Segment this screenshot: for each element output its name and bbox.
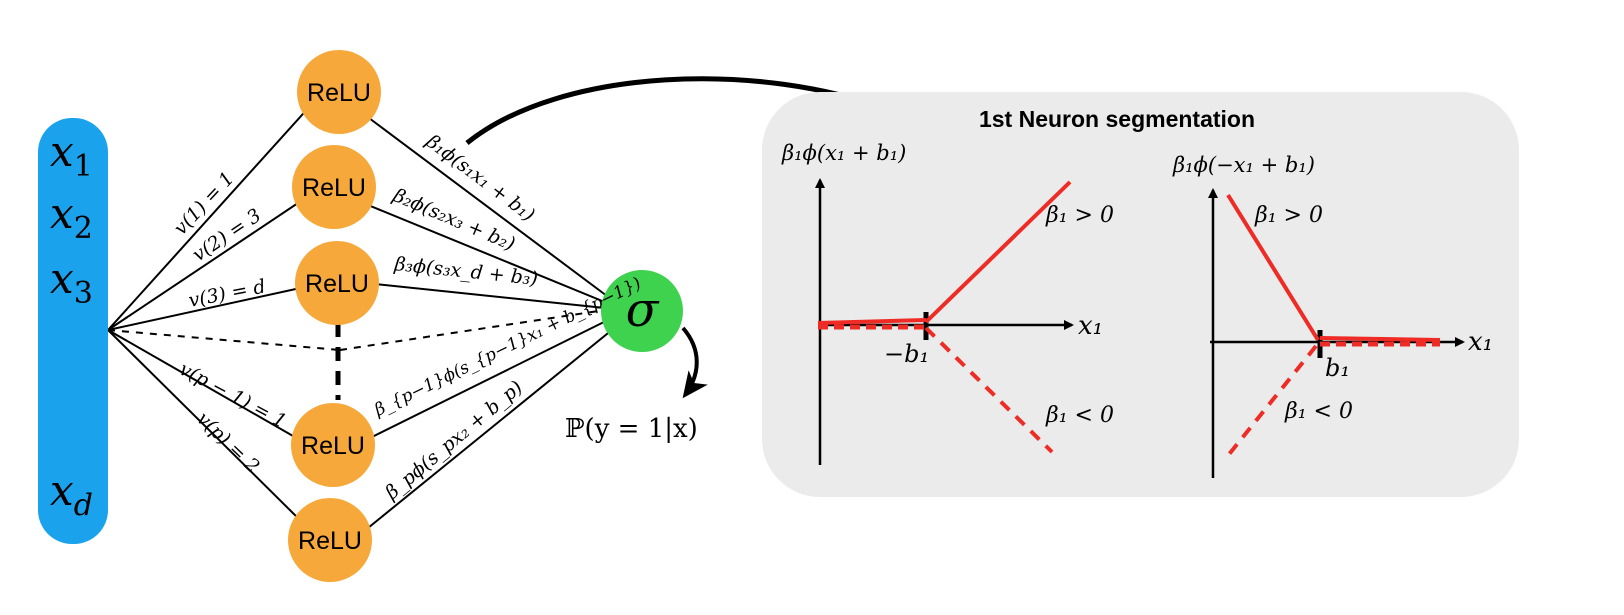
input-x1: x1 <box>50 127 93 184</box>
segmentation-panel <box>762 92 1519 497</box>
edge-relu2-sigma <box>367 204 613 306</box>
relu-label: ReLU <box>301 432 365 460</box>
relu-label: ReLU <box>307 79 371 107</box>
edge-relu3-sigma <box>374 283 606 309</box>
relu-node-4: ReLU <box>291 403 375 487</box>
relu-node-1: ReLU <box>297 50 381 134</box>
input-xd: xd <box>50 466 93 523</box>
edge-input-relu2 <box>107 194 311 331</box>
panel-title: 1st Neuron segmentation <box>979 106 1255 132</box>
right-y-label: β₁ϕ(−x₁ + b₁) <box>1172 153 1315 177</box>
input-x3: x3 <box>50 254 93 311</box>
edge-input-relu3 <box>107 286 306 331</box>
left-negative-line <box>924 326 1054 454</box>
edge-input-relu5 <box>107 329 306 526</box>
left-positive-line <box>924 180 1072 324</box>
relu-node-5: ReLU <box>288 498 372 582</box>
relu-label: ReLU <box>305 270 369 298</box>
edge-input-relu4 <box>107 329 301 441</box>
edge-dotted-sigma <box>339 309 606 351</box>
right-negative-line <box>1224 344 1318 460</box>
right-plot: β₁ϕ(−x₁ + b₁) x₁ b₁ β₁ > 0 β₁ < 0 <box>1172 153 1493 478</box>
relu-label: ReLU <box>302 174 366 202</box>
left-x-label: x₁ <box>1078 311 1103 341</box>
edge-label-v4: v(p − 1) = 1 <box>176 358 290 433</box>
output-edges <box>339 114 619 529</box>
input-x2: x2 <box>50 189 93 246</box>
relu-node-3: ReLU <box>295 241 379 325</box>
right-flat-solid <box>1319 336 1441 342</box>
relu-node-2: ReLU <box>292 145 376 229</box>
relu-label: ReLU <box>298 527 362 555</box>
edge-input-relu1 <box>107 94 321 331</box>
right-pos-label: β₁ > 0 <box>1254 203 1323 228</box>
edge-input-dotted <box>107 329 341 351</box>
right-neg-label: β₁ < 0 <box>1284 399 1353 424</box>
edge-label-v3: v(3) = d <box>187 275 268 311</box>
edge-relu4-sigma <box>369 317 613 439</box>
right-x-label: x₁ <box>1468 327 1493 357</box>
left-plot: β₁ϕ(x₁ + b₁) x₁ −b₁ β₁ > 0 β₁ < 0 <box>781 141 1114 465</box>
left-flat-solid <box>817 318 927 325</box>
input-edges <box>107 94 341 526</box>
left-y-label: β₁ϕ(x₁ + b₁) <box>781 141 906 165</box>
left-tick-label: −b₁ <box>884 340 929 368</box>
right-tick-label: b₁ <box>1325 354 1350 382</box>
edge-relu1-sigma <box>364 114 616 303</box>
input-bar <box>38 118 108 544</box>
edge-label-o3: β₃ϕ(s₃x_d + b₃) <box>392 253 538 290</box>
right-positive-line <box>1226 193 1320 342</box>
left-pos-label: β₁ > 0 <box>1045 203 1114 228</box>
output-label: ℙ(y = 1|x) <box>565 414 698 444</box>
left-neg-label: β₁ < 0 <box>1045 403 1114 428</box>
sigma-label: σ <box>626 282 660 338</box>
sigma-node: σ <box>601 270 683 352</box>
edge-relu5-sigma <box>367 324 619 529</box>
output-arrow <box>681 326 708 399</box>
